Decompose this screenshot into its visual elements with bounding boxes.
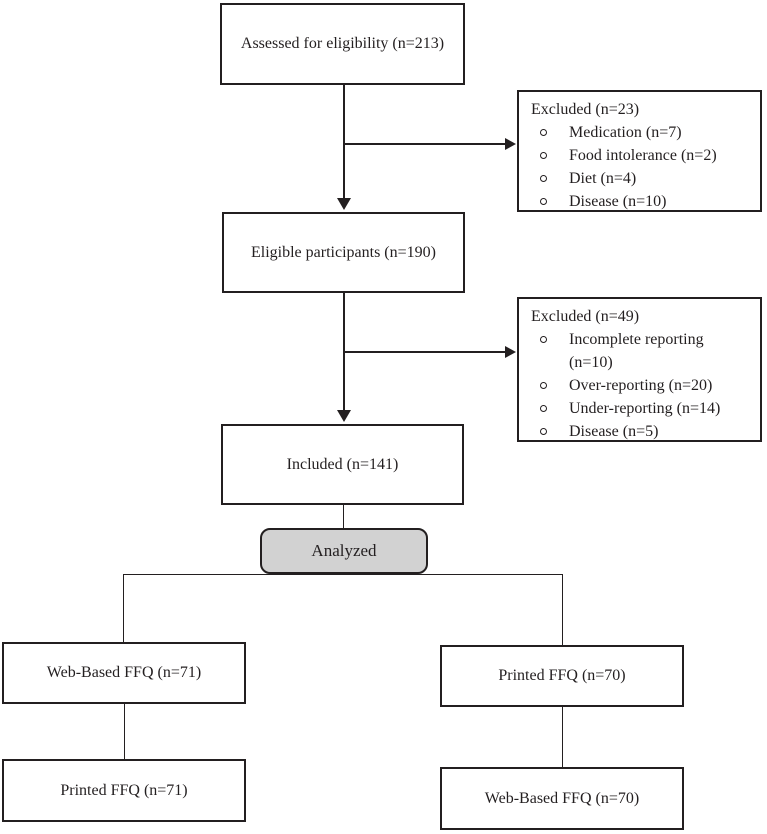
- arrowhead-down-icon: [337, 198, 351, 210]
- excluded-1-item: Disease (n=10): [569, 193, 667, 210]
- list-item: Diet (n=4): [531, 167, 754, 190]
- assessed-eligibility-box: Assessed for eligibility (n=213): [220, 3, 465, 85]
- excluded-2-box: Excluded (n=49) Incomplete reporting (n=…: [517, 297, 762, 442]
- list-item: Disease (n=5): [531, 420, 754, 443]
- circle-bullet-icon: [540, 374, 569, 389]
- left-first-box: Web-Based FFQ (n=71): [2, 642, 246, 704]
- analyzed-label: Analyzed: [311, 541, 377, 560]
- list-item: Incomplete reporting (n=10): [531, 328, 754, 374]
- excluded-2-item: Disease (n=5): [569, 423, 659, 440]
- list-item: Medication (n=7): [531, 121, 754, 144]
- assessed-eligibility-label: Assessed for eligibility (n=213): [240, 35, 445, 52]
- connector-left-second: [124, 704, 125, 759]
- excluded-1-title: Excluded (n=23): [531, 101, 640, 118]
- connector-right-drop: [562, 574, 563, 645]
- branch-rail: [123, 574, 563, 575]
- excluded-2-item: Under-reporting (n=14): [569, 400, 721, 417]
- excluded-1-item: Food intolerance (n=2): [569, 147, 717, 164]
- connector-to-excluded-2: [344, 351, 506, 353]
- excluded-1-item: Diet (n=4): [569, 170, 637, 187]
- list-item: Disease (n=10): [531, 190, 754, 213]
- circle-bullet-icon: [540, 420, 569, 435]
- connector-included-to-analyzed: [343, 505, 344, 528]
- included-label: Included (n=141): [286, 455, 399, 473]
- excluded-2-item: Over-reporting (n=20): [569, 377, 713, 394]
- excluded-2-title: Excluded (n=49): [531, 308, 640, 325]
- circle-bullet-icon: [540, 144, 569, 159]
- right-first-box: Printed FFQ (n=70): [440, 645, 684, 707]
- list-item: Under-reporting (n=14): [531, 397, 754, 420]
- list-item: Over-reporting (n=20): [531, 374, 754, 397]
- connector-right-second: [562, 707, 563, 767]
- list-item: Food intolerance (n=2): [531, 144, 754, 167]
- left-first-label: Web-Based FFQ (n=71): [46, 664, 202, 681]
- included-box: Included (n=141): [221, 424, 464, 505]
- right-first-label: Printed FFQ (n=70): [498, 667, 626, 684]
- circle-bullet-icon: [540, 190, 569, 205]
- connector-to-excluded-1: [344, 143, 506, 145]
- left-second-label: Printed FFQ (n=71): [60, 781, 188, 799]
- arrowhead-right-icon: [505, 138, 516, 150]
- analyzed-box: Analyzed: [260, 528, 428, 574]
- arrowhead-down-icon: [337, 410, 351, 422]
- eligible-participants-box: Eligible participants (n=190): [222, 212, 465, 293]
- eligible-participants-label: Eligible participants (n=190): [251, 243, 436, 261]
- excluded-1-box: Excluded (n=23) Medication (n=7) Food in…: [517, 90, 762, 212]
- left-second-box: Printed FFQ (n=71): [2, 759, 246, 822]
- circle-bullet-icon: [540, 397, 569, 412]
- excluded-1-item: Medication (n=7): [569, 124, 682, 141]
- connector-assessed-to-eligible: [343, 85, 345, 198]
- arrowhead-right-icon: [505, 346, 516, 358]
- right-second-label: Web-Based FFQ (n=70): [484, 789, 640, 807]
- excluded-2-item: Incomplete reporting (n=10): [569, 331, 704, 371]
- right-second-box: Web-Based FFQ (n=70): [440, 767, 684, 830]
- circle-bullet-icon: [540, 167, 569, 182]
- connector-left-drop: [123, 574, 124, 642]
- circle-bullet-icon: [540, 121, 569, 136]
- circle-bullet-icon: [540, 328, 569, 343]
